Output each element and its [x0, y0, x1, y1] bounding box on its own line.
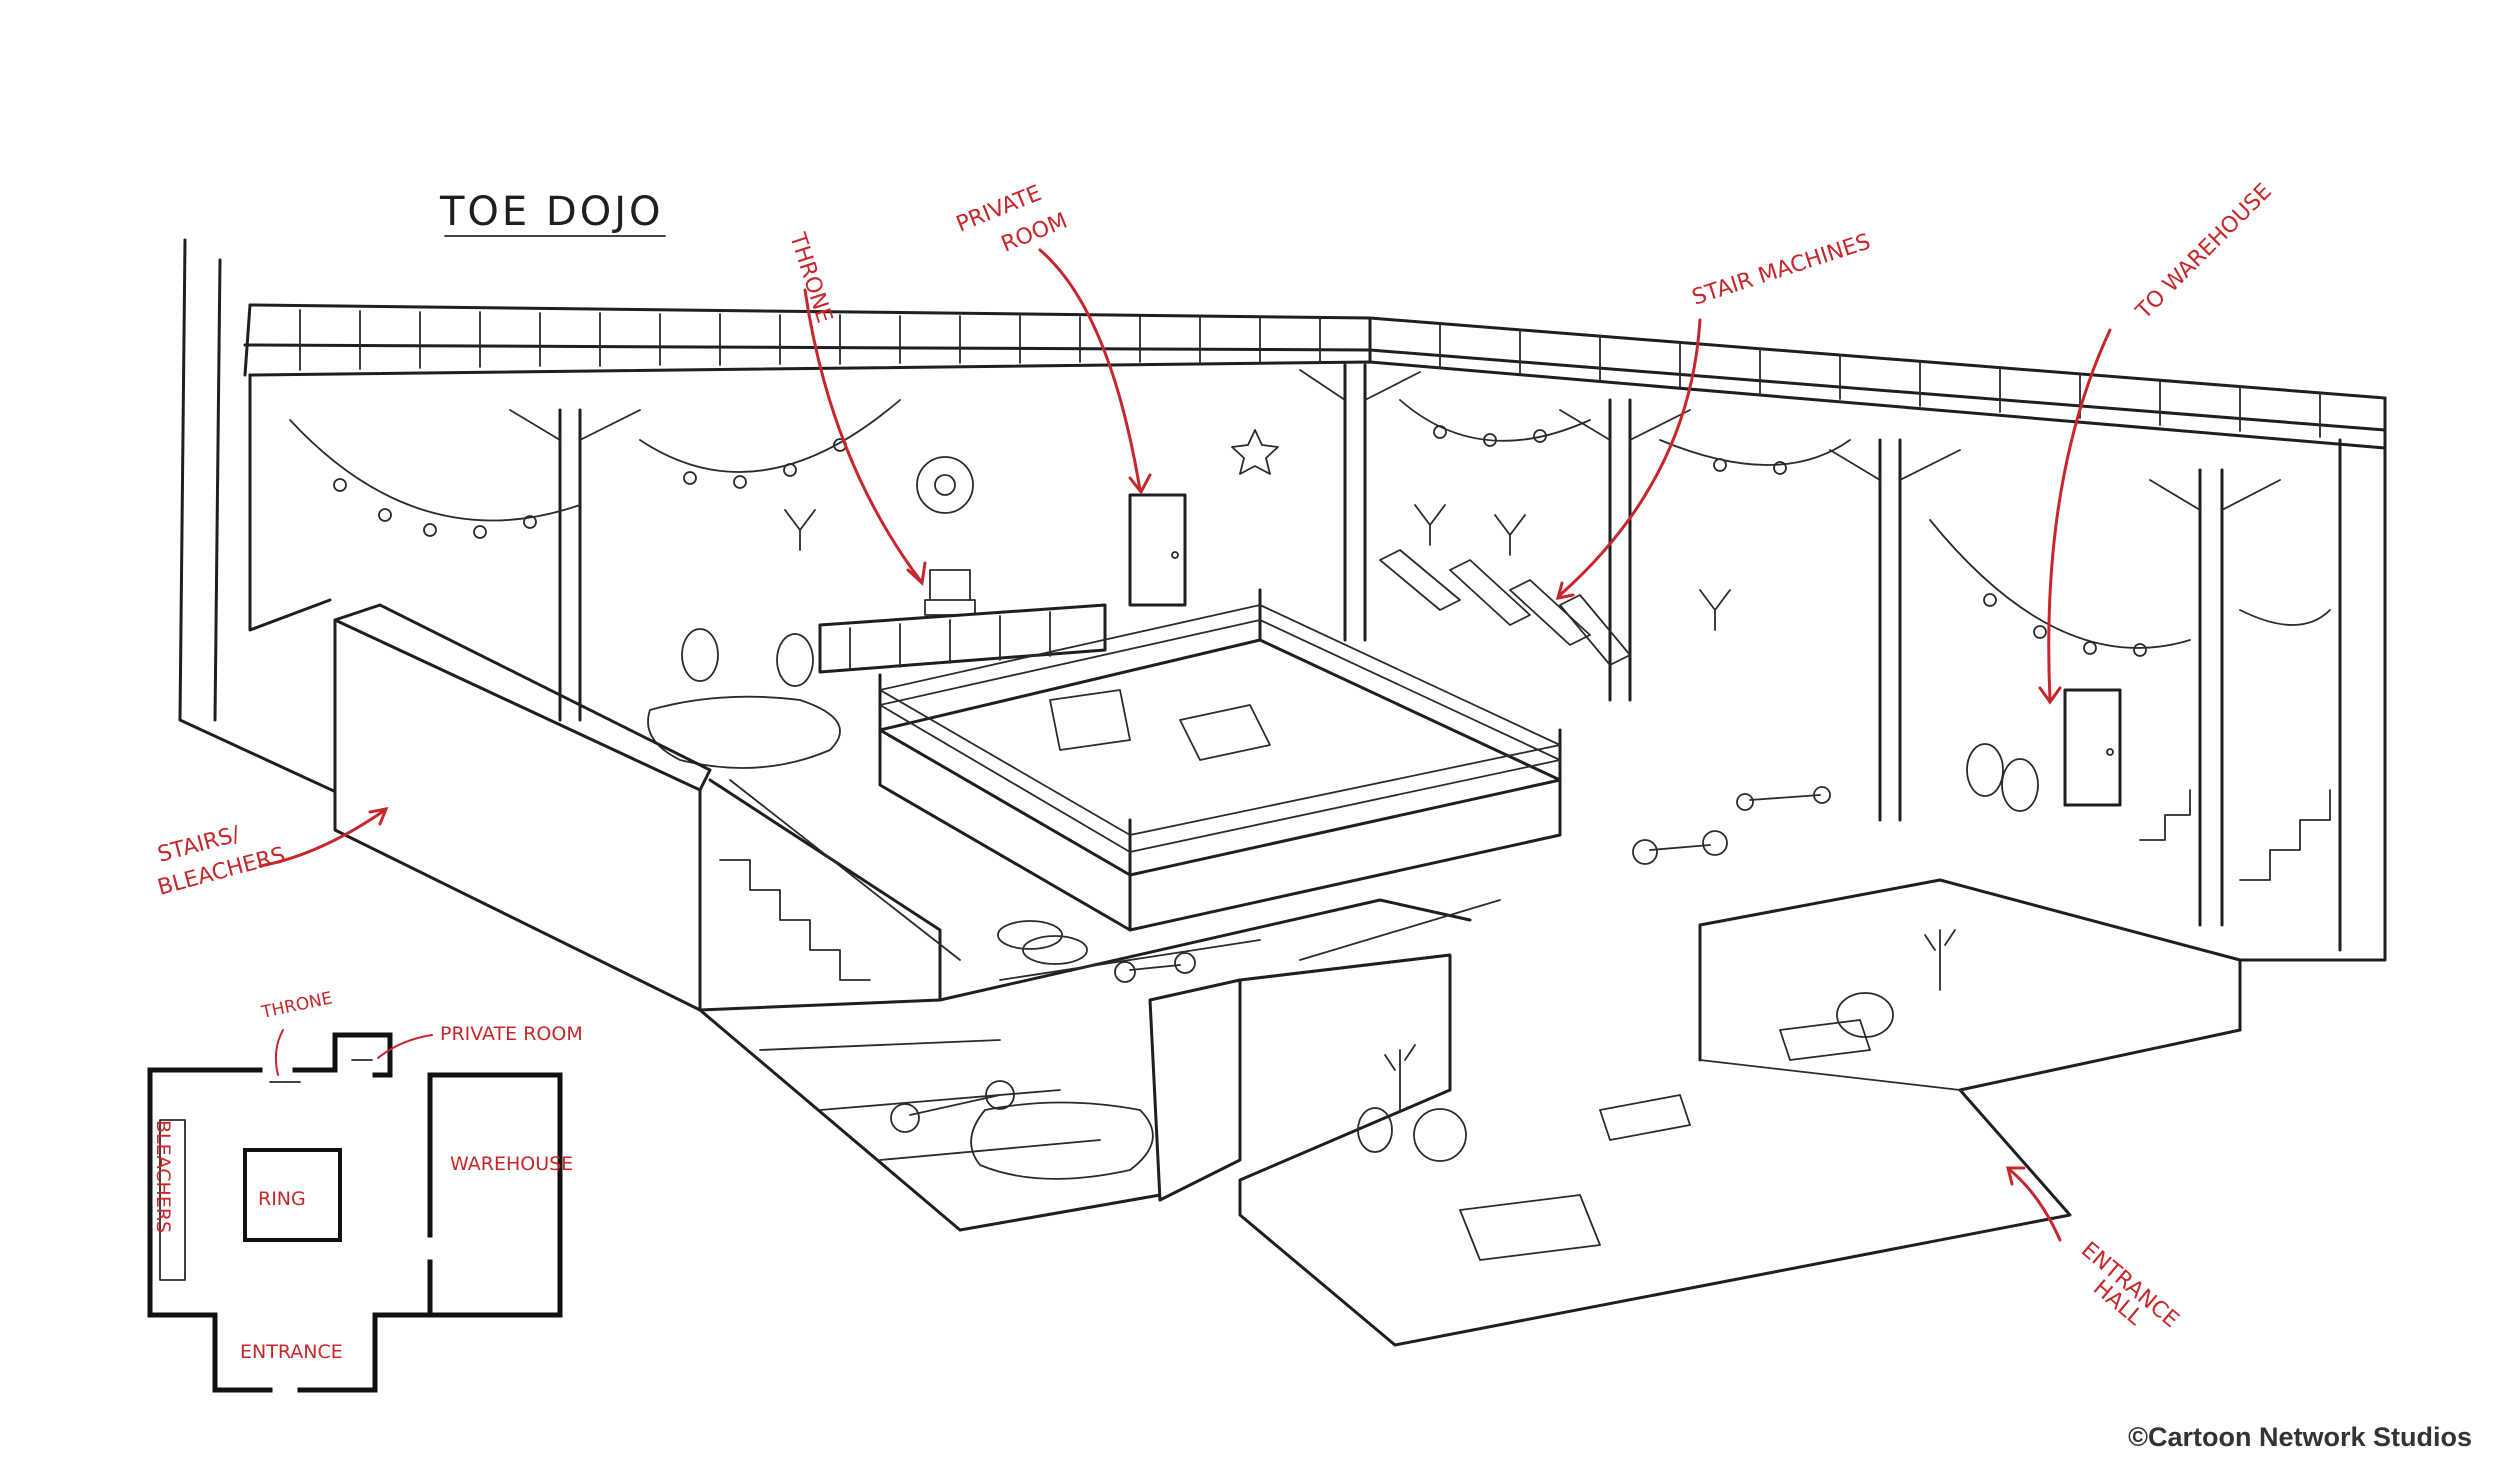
barrel-1 — [681, 628, 719, 682]
arrow-stair-machines — [1558, 318, 1702, 597]
dumbbell-3 — [1749, 794, 1821, 801]
barbell-1 — [909, 1094, 1001, 1116]
main-floor — [698, 898, 1501, 1232]
plan-label-warehouse: WAREHOUSE — [450, 1153, 573, 1175]
string-lights — [289, 399, 2331, 657]
copyright-credit: ©Cartoon Network Studios — [2128, 1422, 2472, 1452]
plan-label-entrance: ENTRANCE — [240, 1341, 343, 1363]
gym-equipment — [681, 628, 2039, 1133]
entrance-hall — [1148, 878, 2242, 1347]
plan-ring-box — [243, 1148, 342, 1242]
antler-mount-1 — [784, 509, 816, 551]
rugs — [647, 695, 1154, 1180]
plan-bleachers-box — [159, 1119, 186, 1281]
arrow-bleachers — [258, 808, 387, 868]
arrow-throne — [803, 288, 922, 582]
floor-plan: THRONE PRIVATE ROOM BLEACHERS RING WAREH… — [147, 988, 583, 1393]
throne-chair — [924, 569, 976, 616]
star-decor — [1231, 429, 1279, 475]
barrel-3 — [1966, 743, 2004, 797]
antler-mount-4 — [1699, 589, 1731, 631]
dumbbell-2 — [1649, 844, 1711, 851]
throne-platform — [818, 603, 1107, 674]
entrance-decor-disc — [1836, 992, 1894, 1038]
stair-machines — [1379, 549, 1631, 666]
label-to-warehouse: TO WAREHOUSE — [2131, 179, 2277, 325]
arrow-to-warehouse — [2047, 328, 2112, 702]
dumbbell-1 — [1129, 964, 1181, 971]
arrow-private-room — [1038, 248, 1142, 492]
cactus-2 — [1924, 929, 1956, 991]
back-wall-details — [784, 429, 2122, 807]
wagon-wheel-decor — [916, 456, 974, 514]
barrel-4 — [2001, 758, 2039, 812]
support-posts — [509, 363, 2281, 927]
warehouse-stairs — [2139, 789, 2331, 881]
arrow-entrance-hall — [2008, 1168, 2062, 1242]
warehouse-door — [2063, 688, 2122, 807]
plan-label-throne: THRONE — [259, 988, 334, 1023]
barrel-2 — [776, 633, 814, 687]
plan-arrow-private-room — [377, 1034, 433, 1059]
cactus-1 — [1384, 1044, 1416, 1111]
label-stair-machines: STAIR MACHINES — [1689, 229, 1874, 310]
balcony-railing — [243, 303, 2387, 450]
plan-label-ring: RING — [258, 1188, 306, 1210]
weight-plate-1 — [997, 920, 1063, 950]
boxing-ring — [878, 588, 1562, 932]
antler-mount-2 — [1414, 504, 1446, 546]
plan-arrow-throne — [274, 1029, 284, 1076]
plan-label-private-room: PRIVATE ROOM — [440, 1023, 583, 1045]
sheet-title: TOE DOJO — [439, 189, 663, 235]
weight-plate-2 — [1022, 935, 1088, 965]
antler-mount-3 — [1494, 514, 1526, 556]
private-room-door — [1128, 493, 1187, 607]
plan-label-bleachers: BLEACHERS — [152, 1120, 174, 1233]
